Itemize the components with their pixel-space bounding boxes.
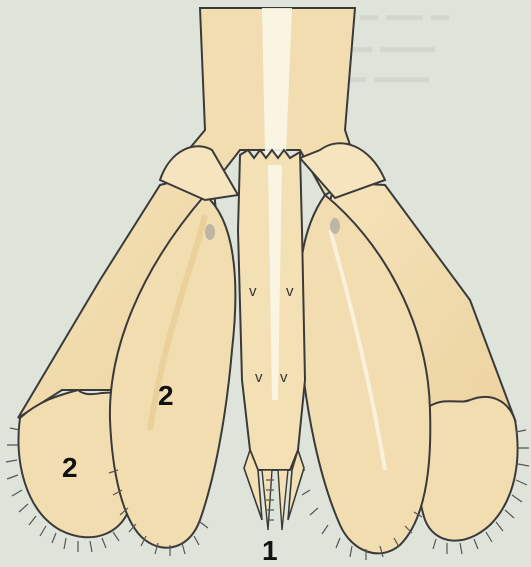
spine-mark: v [286, 283, 294, 300]
telson [238, 150, 305, 530]
label-outer-uropod: 2 [62, 452, 78, 483]
label-inner-uropod: 2 [158, 380, 174, 411]
spine-mark: v [280, 369, 288, 386]
label-telson: 1 [262, 535, 278, 566]
spine-mark: v [249, 283, 257, 300]
svg-text:━ ━━ ━: ━ ━━ ━ [359, 2, 450, 35]
spine-mark: v [255, 369, 263, 386]
